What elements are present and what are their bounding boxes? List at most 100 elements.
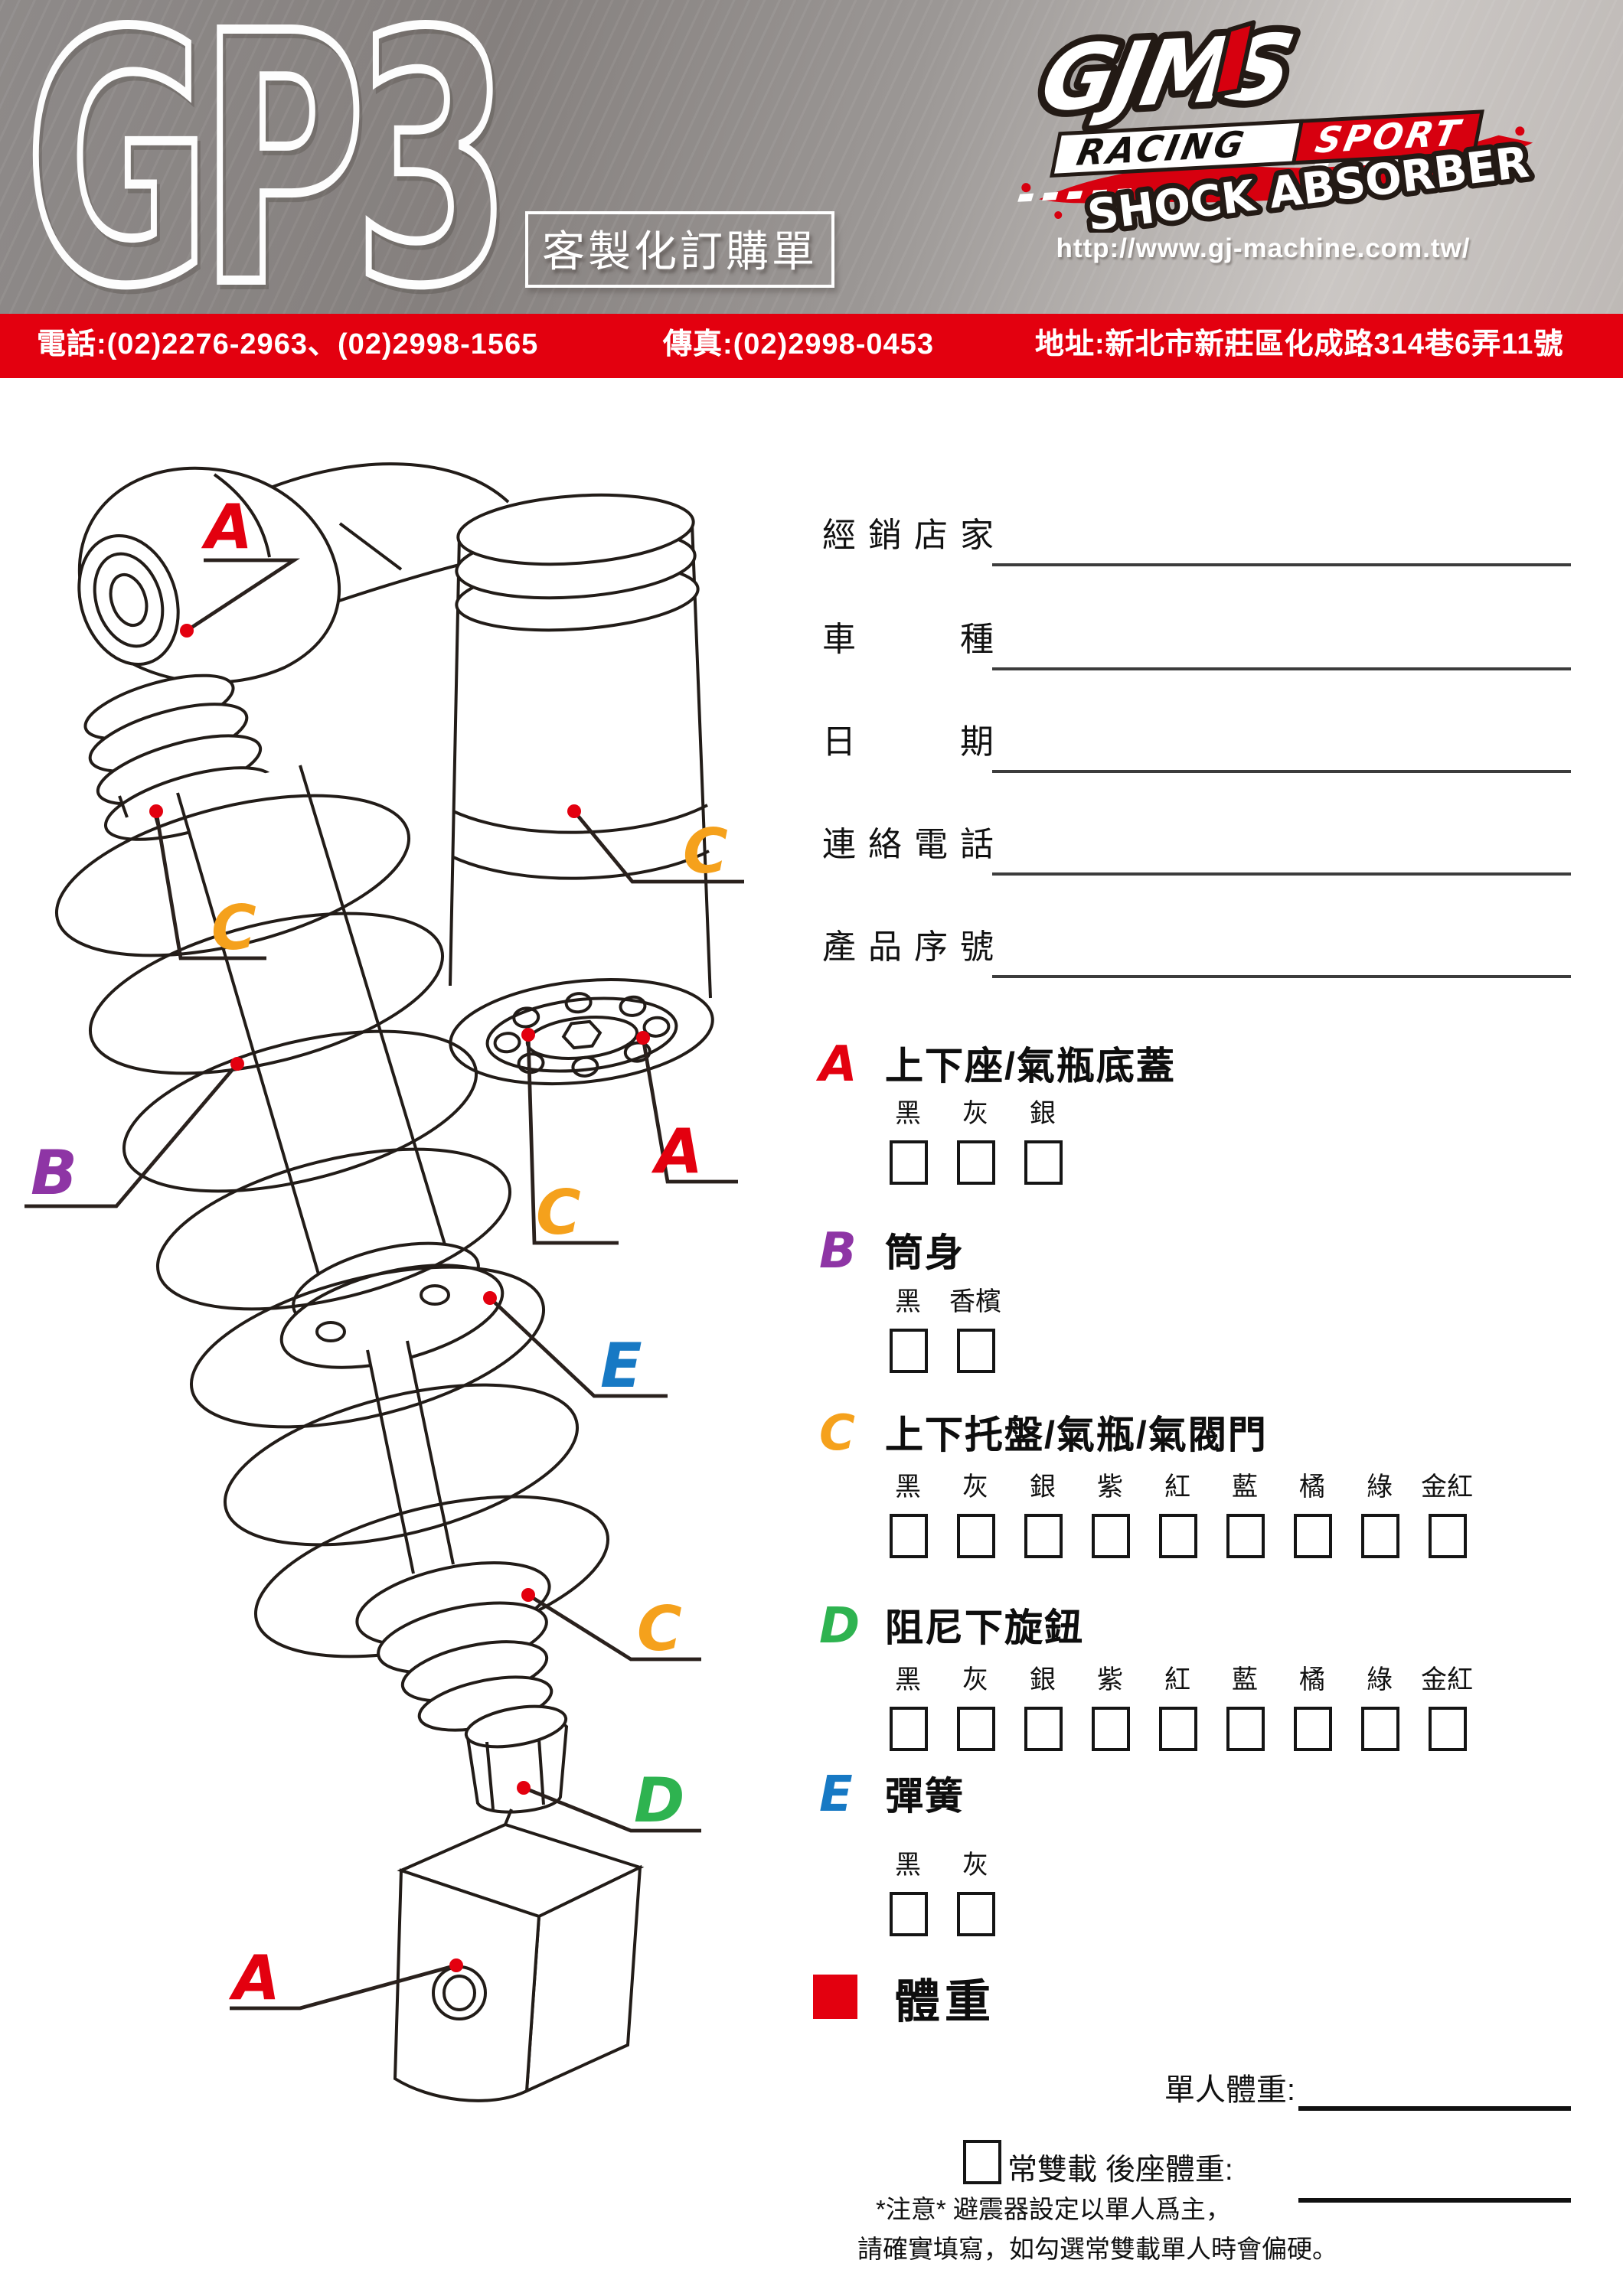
section-c-option-6: 橘: [1278, 1473, 1346, 1558]
shock-absorber-diagram: A C C B A C E C D A: [24, 462, 744, 2102]
field-label-vehicle: 車種: [822, 620, 994, 658]
section-d-option-2-checkbox[interactable]: [1024, 1707, 1062, 1751]
brand-racing-label: RACING: [1073, 124, 1250, 174]
section-c-option-5-checkbox[interactable]: [1226, 1514, 1264, 1558]
section-c-option-4: 紅: [1144, 1473, 1211, 1558]
brand-sport-label: SPORT: [1312, 113, 1466, 162]
section-c-option-3-checkbox[interactable]: [1091, 1514, 1129, 1558]
contact-address: 地址:新北市新莊區化成路314巷6弄11號: [1035, 329, 1564, 361]
section-a-header: A 上下座/氣瓶底蓋: [819, 1035, 1176, 1093]
callout-letter-a1: A: [201, 491, 253, 563]
section-a-option-0: 黑: [874, 1099, 942, 1185]
section-b-option-0: 黑: [874, 1287, 942, 1373]
section-b-option-1: 香檳: [942, 1287, 1009, 1373]
section-a-option-0-checkbox[interactable]: [889, 1140, 927, 1185]
section-b-option-1-checkbox[interactable]: [956, 1329, 994, 1373]
gp3-logo: GP3: [21, 0, 514, 363]
section-c-title: 上下托盤/氣瓶/氣閥門: [885, 1414, 1268, 1457]
section-c-option-3: 紫: [1076, 1473, 1144, 1558]
section-b-letter: B: [819, 1221, 857, 1280]
section-d-option-1-checkbox[interactable]: [956, 1707, 994, 1751]
section-a-options: 黑 灰 銀: [874, 1099, 1076, 1185]
single-weight-label: 單人體重:: [1164, 2074, 1295, 2108]
form-title: 客製化訂購單: [541, 228, 818, 276]
section-e-options: 黑 灰: [874, 1851, 1009, 1936]
section-c-option-4-checkbox[interactable]: [1158, 1514, 1197, 1558]
section-d-option-4: 紅: [1144, 1665, 1211, 1751]
callout-letter-c1: C: [683, 816, 728, 887]
section-d-option-7: 綠: [1346, 1665, 1413, 1751]
section-c-option-7-checkbox[interactable]: [1360, 1514, 1399, 1558]
section-b-option-0-checkbox[interactable]: [889, 1329, 927, 1373]
callout-letter-e: E: [600, 1330, 642, 1401]
field-label-phone: 連絡電話: [822, 825, 994, 863]
section-b-options: 黑 香檳: [874, 1287, 1009, 1373]
field-input-dealer[interactable]: [992, 563, 1571, 566]
callout-letter-c4: C: [637, 1593, 682, 1665]
brand-red-accent: [1212, 20, 1256, 98]
shock-absorber-line-art: [54, 462, 714, 2102]
section-e-option-1-checkbox[interactable]: [956, 1892, 994, 1936]
brand-logo: GJMS RACING SPORT SHOCK ABSORBER: [1017, 8, 1537, 233]
section-c-option-0-checkbox[interactable]: [889, 1514, 927, 1558]
section-e-option-0-checkbox[interactable]: [889, 1892, 927, 1936]
section-c-option-2: 銀: [1009, 1473, 1076, 1558]
section-e-header: E 彈簧: [819, 1765, 965, 1823]
weight-note-line2: 請確實填寫，如勾選常雙載單人時會偏硬。: [857, 2236, 1337, 2264]
single-weight-input[interactable]: [1298, 2106, 1571, 2110]
section-d-option-5-checkbox[interactable]: [1226, 1707, 1264, 1751]
callout-letter-c2: C: [211, 892, 256, 964]
section-d-options: 黑 灰 銀 紫 紅 藍 橘 綠 金紅: [874, 1665, 1481, 1751]
field-label-serial: 產品序號: [822, 928, 994, 966]
callout-letters: A C C B A C E C D A: [31, 491, 728, 2014]
section-d-option-8-checkbox[interactable]: [1428, 1707, 1466, 1751]
field-input-date[interactable]: [992, 770, 1571, 773]
section-c-option-1: 灰: [942, 1473, 1009, 1558]
dual-weight-label: 常雙載 後座體重:: [1007, 2154, 1233, 2187]
callout-letter-a2: A: [651, 1116, 703, 1187]
brand-url: http://www.gj-machine.com.tw/: [1056, 233, 1471, 263]
section-c-option-6-checkbox[interactable]: [1293, 1514, 1331, 1558]
section-d-option-1: 灰: [942, 1665, 1009, 1751]
section-d-option-0: 黑: [874, 1665, 942, 1751]
section-a-option-1-checkbox[interactable]: [956, 1140, 994, 1185]
weight-section-marker: [813, 1975, 857, 2019]
dual-ride-checkbox[interactable]: [963, 2140, 1001, 2184]
section-d-header: D 阻尼下旋鈕: [819, 1596, 1084, 1655]
section-e-letter: E: [819, 1765, 853, 1823]
section-d-option-4-checkbox[interactable]: [1158, 1707, 1197, 1751]
dual-weight-input[interactable]: [1298, 2198, 1571, 2202]
brand-name: GJMS: [1034, 15, 1299, 132]
section-d-option-0-checkbox[interactable]: [889, 1707, 927, 1751]
contact-fax: 傳真:(02)2998-0453: [663, 329, 934, 361]
section-d-option-3-checkbox[interactable]: [1091, 1707, 1129, 1751]
section-d-option-2: 銀: [1009, 1665, 1076, 1751]
section-d-option-6: 橘: [1278, 1665, 1346, 1751]
section-a-letter: A: [819, 1035, 857, 1093]
field-input-phone[interactable]: [992, 872, 1571, 876]
section-d-title: 阻尼下旋鈕: [885, 1607, 1085, 1650]
header: GP3 客製化訂購單 GJMS: [0, 0, 1623, 363]
section-a-option-2-checkbox[interactable]: [1024, 1140, 1062, 1185]
callout-letter-a3: A: [228, 1942, 280, 2014]
weight-title: 體重: [894, 1978, 995, 2028]
section-d-option-7-checkbox[interactable]: [1360, 1707, 1399, 1751]
section-d-option-6-checkbox[interactable]: [1293, 1707, 1331, 1751]
section-c-option-7: 綠: [1346, 1473, 1413, 1558]
callout-letter-d: D: [634, 1765, 684, 1836]
section-c-option-8-checkbox[interactable]: [1428, 1514, 1466, 1558]
section-c-letter: C: [819, 1404, 855, 1462]
section-e-option-1: 灰: [942, 1851, 1009, 1936]
section-c-option-1-checkbox[interactable]: [956, 1514, 994, 1558]
section-b-title: 筒身: [885, 1232, 965, 1275]
section-b-header: B 筒身: [819, 1221, 965, 1280]
section-c-header: C 上下托盤/氣瓶/氣閥門: [819, 1404, 1268, 1462]
section-c-option-8: 金紅: [1413, 1473, 1481, 1558]
field-label-date: 日期: [822, 722, 994, 761]
section-c-option-2-checkbox[interactable]: [1024, 1514, 1062, 1558]
section-d-option-5: 藍: [1211, 1665, 1278, 1751]
field-label-dealer: 經銷店家: [822, 516, 994, 554]
field-input-serial[interactable]: [992, 975, 1571, 978]
field-input-vehicle[interactable]: [992, 667, 1571, 670]
